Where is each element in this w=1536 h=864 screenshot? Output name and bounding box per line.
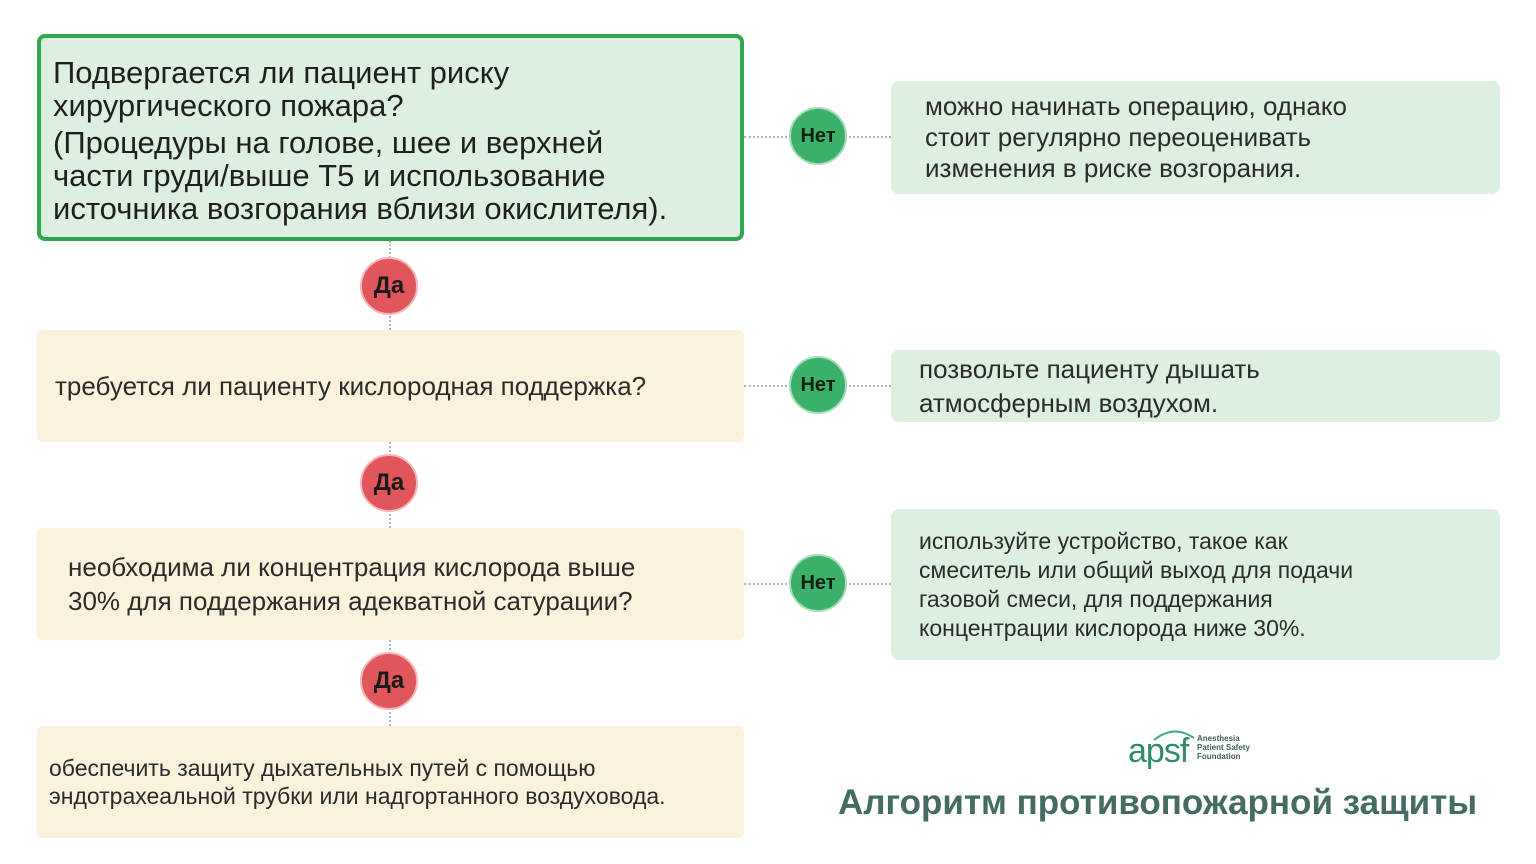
action-secure-airway-text: обеспечить защиту дыхательных путей с по…: [49, 755, 666, 809]
action-secure-airway: обеспечить защиту дыхательных путей с по…: [37, 726, 744, 838]
no-badge: Нет: [789, 554, 847, 612]
question-fire-risk: Подвергается ли пациент риску хирургичес…: [37, 34, 744, 241]
logo-wordmark: apsf: [1128, 732, 1189, 770]
page-title: Алгоритм противопожарной защиты: [838, 783, 1478, 822]
question-fire-risk-detail: (Процедуры на голове, шее и верхней част…: [53, 125, 668, 226]
yes-badge: Да: [360, 454, 418, 512]
question-oxygen-concentration: необходима ли концентрация кислорода выш…: [37, 528, 744, 640]
logo-arc-icon: [1153, 730, 1195, 741]
answer-use-blender: используйте устройство, такое как смесит…: [891, 509, 1500, 660]
logo-foundation-name: Anesthesia Patient Safety Foundation: [1197, 734, 1250, 761]
question-oxygen-support: требуется ли пациенту кислородная поддер…: [37, 330, 744, 442]
answer-room-air-text: позвольте пациенту дышать атмосферным во…: [919, 354, 1260, 418]
answer-start-surgery: можно начинать операцию, однако стоит ре…: [891, 81, 1500, 194]
no-badge: Нет: [789, 107, 847, 165]
answer-room-air: позвольте пациенту дышать атмосферным во…: [891, 350, 1500, 422]
no-badge: Нет: [789, 356, 847, 414]
apsf-logo: apsf Anesthesia Patient Safety Foundatio…: [1128, 728, 1268, 776]
answer-use-blender-text: используйте устройство, такое как смесит…: [919, 527, 1354, 641]
question-oxygen-concentration-text: необходима ли концентрация кислорода выш…: [68, 552, 636, 616]
yes-badge: Да: [360, 257, 418, 315]
answer-start-surgery-text: можно начинать операцию, однако стоит ре…: [925, 91, 1348, 183]
question-oxygen-support-text: требуется ли пациенту кислородная поддер…: [55, 370, 647, 401]
yes-badge: Да: [360, 652, 418, 710]
question-fire-risk-main: Подвергается ли пациент риску хирургичес…: [53, 55, 510, 123]
